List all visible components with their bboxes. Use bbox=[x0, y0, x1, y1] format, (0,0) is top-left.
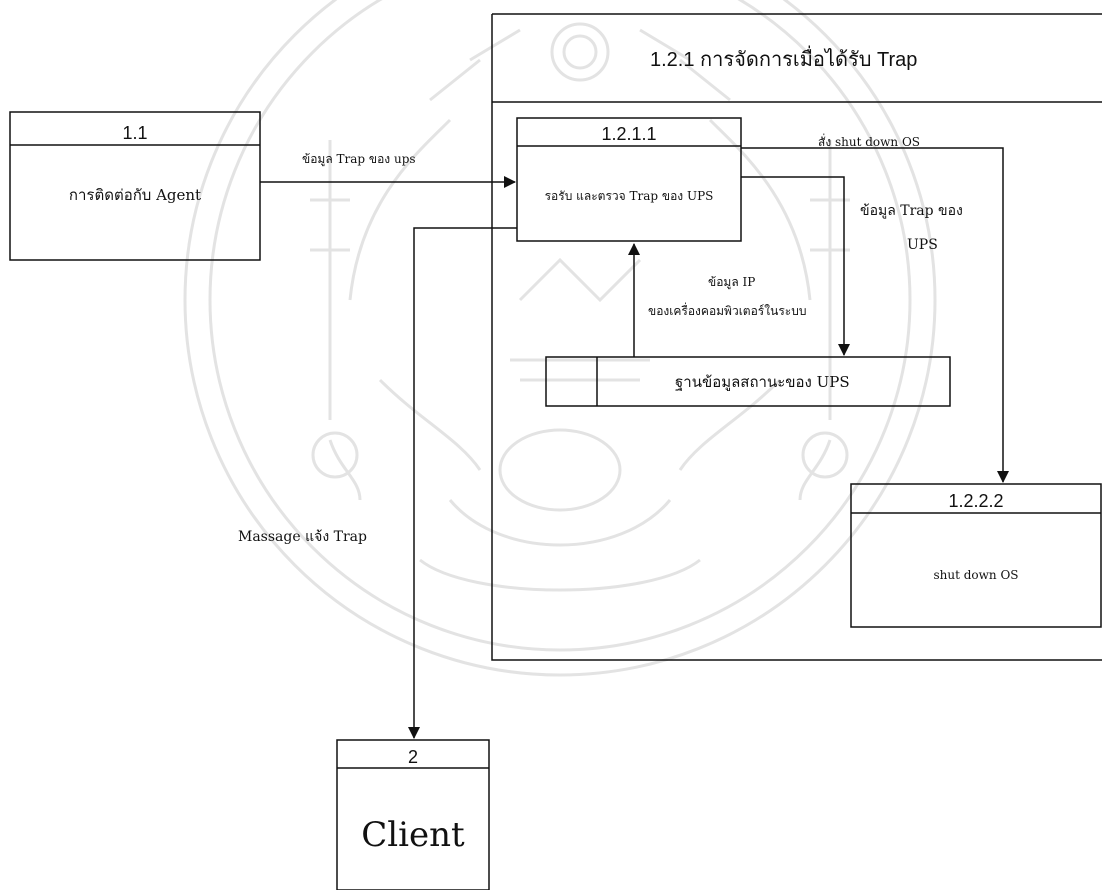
subsystem-frame bbox=[491, 14, 1102, 661]
flow-label-trap-message: Massage แจ้ง Trap bbox=[238, 529, 367, 545]
process-box-1-2-2-2 bbox=[850, 483, 1102, 628]
process-2-name: Client bbox=[361, 815, 465, 855]
flow-label-shutdown-command: สั่ง shut down OS bbox=[818, 135, 921, 149]
process-1-1-id: 1.1 bbox=[122, 123, 148, 143]
flow-label-ip-data-line1: ข้อมูล IP bbox=[708, 275, 756, 289]
process-box-1-2-1-1 bbox=[516, 117, 742, 242]
flow-trap-to-datastore bbox=[741, 176, 850, 356]
flow-shutdown-command bbox=[741, 147, 1009, 483]
flow-label-trap-data-line2: UPS bbox=[907, 237, 938, 253]
process-box-2 bbox=[336, 739, 490, 890]
flow-label-trap-data-line1: ข้อมูล Trap ของ bbox=[860, 203, 963, 219]
process-1-2-2-2-name: shut down OS bbox=[933, 568, 1019, 582]
process-1-1-name: การติดต่อกับ Agent bbox=[68, 186, 202, 204]
process-2-id: 2 bbox=[407, 747, 418, 767]
datastore-name: ฐานข้อมูลสถานะของ UPS bbox=[675, 373, 850, 391]
flow-trap-message bbox=[408, 227, 517, 739]
flow-label-ip-data-line2: ของเครื่องคอมพิวเตอร์ในระบบ bbox=[648, 304, 807, 318]
subsystem-title: 1.2.1 การจัดการเมื่อได้รับ Trap bbox=[650, 49, 918, 71]
process-1-2-2-2-id: 1.2.2.2 bbox=[948, 491, 1004, 511]
process-1-2-1-1-id: 1.2.1.1 bbox=[601, 124, 657, 144]
datastore-box bbox=[545, 356, 951, 407]
flow-label-agent-to-receive: ข้อมูล Trap ของ ups bbox=[302, 152, 416, 166]
process-1-2-1-1-name: รอรับ และตรวจ Trap ของ UPS bbox=[544, 189, 714, 203]
process-box-1-1 bbox=[9, 111, 261, 261]
